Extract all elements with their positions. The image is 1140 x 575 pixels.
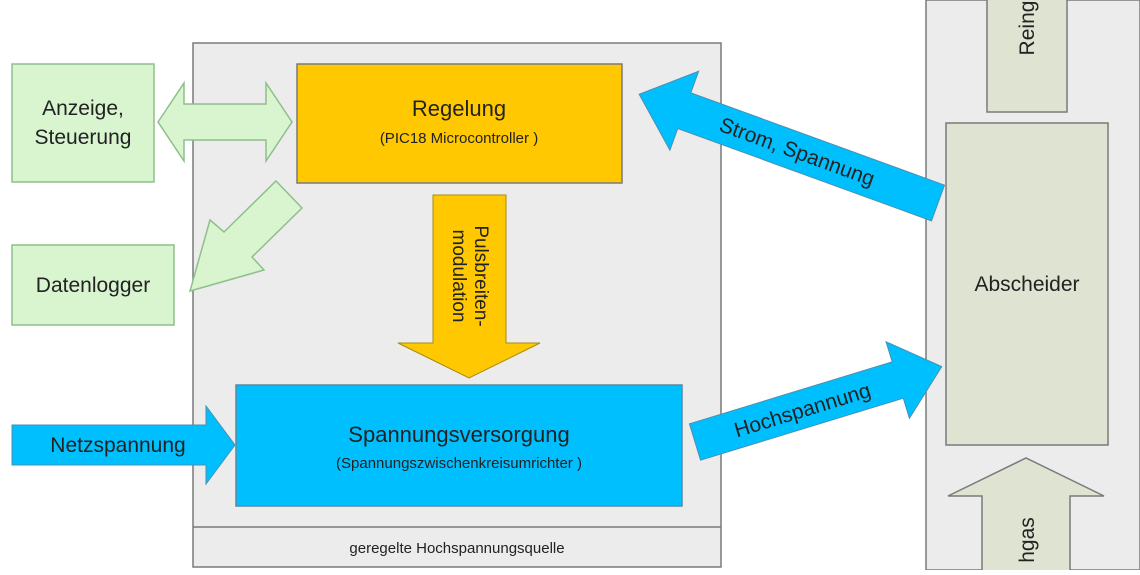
hochspannungsquelle-caption: geregelte Hochspannungsquelle xyxy=(349,540,564,557)
datenlogger-box xyxy=(11,244,175,326)
control-double-arrow xyxy=(157,80,293,164)
pulsbreiten-label-line1: Pulsbreiten- xyxy=(470,225,491,326)
datenlogger-label: Datenlogger xyxy=(36,274,150,297)
regelung-subtitle: (PIC18 Microcontroller ) xyxy=(380,130,538,147)
reingas-label-group: Reing xyxy=(1016,1,1039,56)
anzeige-steuerung-line2: Steuerung xyxy=(35,126,132,149)
datenlogger-arrow xyxy=(188,179,304,293)
netzspannung-label: Netzspannung xyxy=(50,434,185,457)
pulsbreiten-label-line2: modulation xyxy=(448,230,469,323)
anzeige-steuerung-box xyxy=(11,63,155,183)
rohgas-label: hgas xyxy=(1016,517,1039,563)
pulsbreiten-label-group: Pulsbreiten- modulation xyxy=(448,225,491,326)
spannungsversorgung-box xyxy=(235,384,683,507)
spannungsversorgung-title: Spannungsversorgung xyxy=(348,422,569,447)
rohgas-label-group: hgas xyxy=(1016,517,1039,563)
strom-spannung-arrow xyxy=(638,70,946,222)
hochspannung-arrow xyxy=(688,340,943,461)
pulsbreiten-arrow xyxy=(397,194,541,379)
spannungsversorgung-subtitle: (Spannungszwischenkreisumrichter ) xyxy=(336,455,582,472)
rohgas-arrow xyxy=(947,457,1105,575)
reingas-label: Reing xyxy=(1016,1,1039,56)
regelung-box xyxy=(296,63,623,184)
reingas-box xyxy=(986,0,1068,113)
hochspannung-arrow-group: Hochspannung xyxy=(688,340,943,461)
regelung-title: Regelung xyxy=(412,96,506,121)
netzspannung-arrow xyxy=(11,404,236,486)
abscheider-label: Abscheider xyxy=(974,273,1079,296)
abscheider-box xyxy=(945,122,1109,446)
anzeige-steuerung-line1: Anzeige, xyxy=(42,97,124,120)
